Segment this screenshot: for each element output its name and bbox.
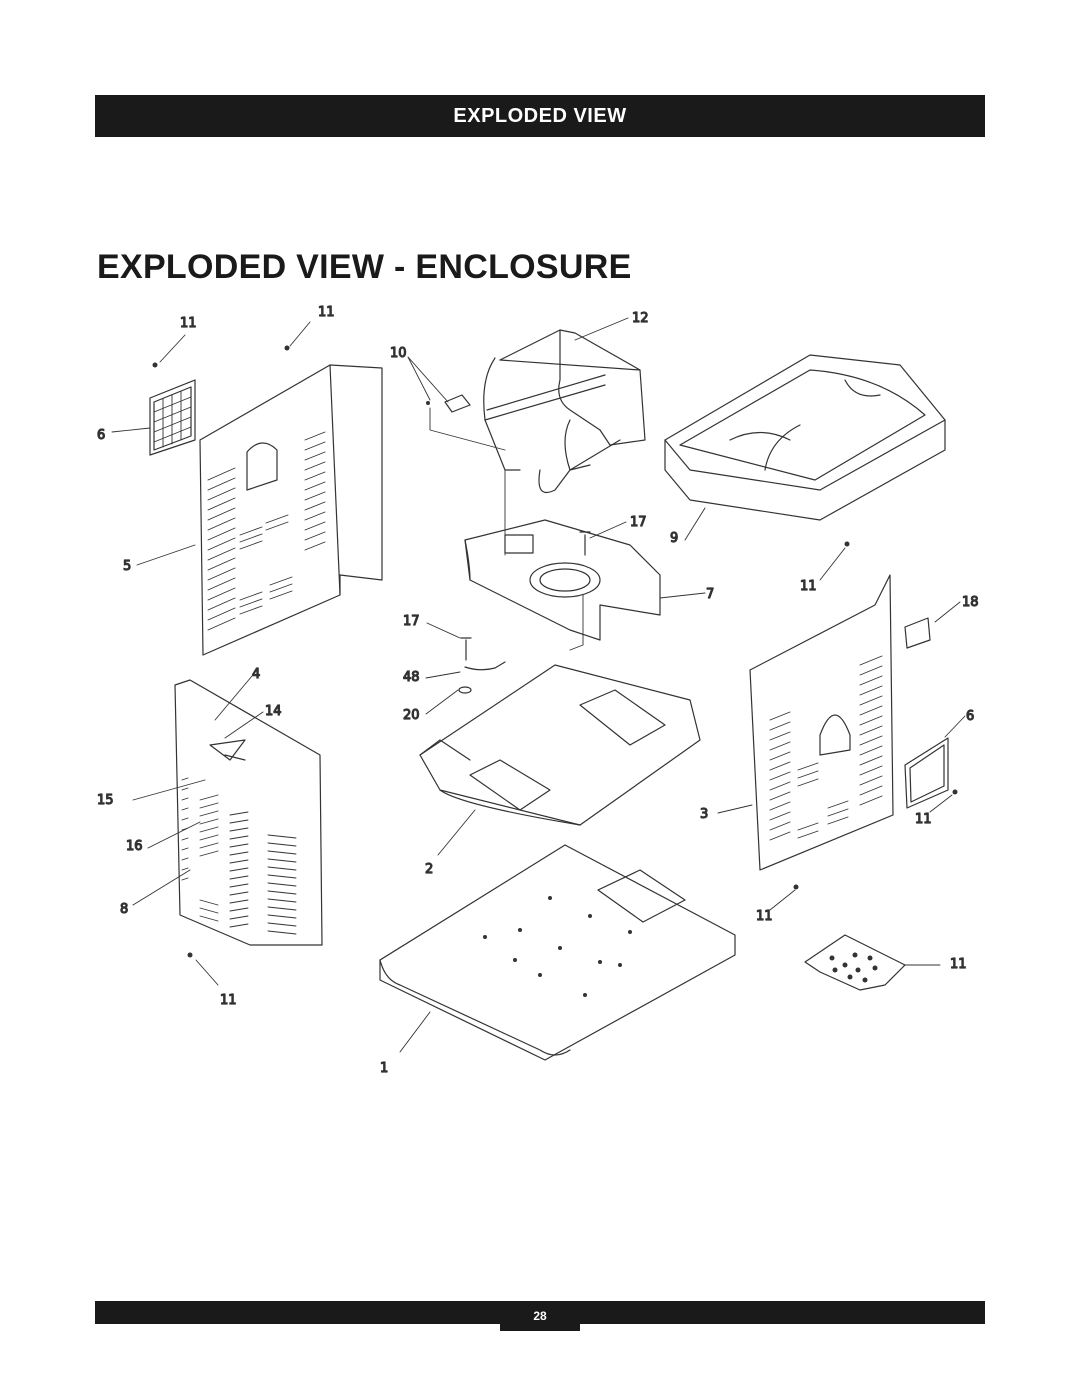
- callout-1: 1: [380, 1061, 388, 1076]
- callout-7: 7: [706, 587, 714, 602]
- section-header-bar: EXPLODED VIEW: [95, 95, 985, 137]
- part-side-panel-right: [749, 574, 894, 871]
- callout-11-e: 11: [756, 909, 773, 924]
- callout-labels: 11 11 12 10 6 5 17 9 7 11 18 17 4 48 14 …: [96, 304, 979, 1076]
- callout-5: 5: [123, 559, 131, 574]
- part-bottom-plate: [379, 844, 736, 1061]
- part-hardware-bag: [804, 934, 906, 991]
- part-base-tray: [464, 519, 661, 641]
- footer-bar-right: [580, 1301, 985, 1324]
- callout-8: 8: [120, 902, 128, 917]
- callout-16: 16: [126, 839, 143, 854]
- leader-lines: [111, 317, 966, 1053]
- callout-14: 14: [265, 704, 282, 719]
- callout-11-f: 11: [950, 957, 967, 972]
- page-number: 28: [500, 1301, 580, 1331]
- part-frame: [483, 329, 646, 494]
- callout-11-a: 11: [180, 316, 197, 331]
- part-base-pan: [419, 664, 701, 826]
- callout-20: 20: [403, 708, 420, 723]
- callout-2: 2: [425, 862, 433, 877]
- callout-4: 4: [252, 667, 260, 682]
- part-side-panel-left: [199, 364, 383, 656]
- part-bolt-assembly: [458, 531, 591, 694]
- callout-3: 3: [700, 807, 708, 822]
- part-label-decal: [904, 617, 931, 649]
- callout-9: 9: [670, 531, 678, 546]
- callout-15: 15: [97, 793, 114, 808]
- callout-17-b: 17: [403, 614, 420, 629]
- section-header-title: EXPLODED VIEW: [453, 104, 627, 127]
- part-switch-block: [444, 394, 471, 413]
- part-access-cover-right: [904, 737, 949, 809]
- callout-11-c: 11: [800, 579, 817, 594]
- part-top-cover: [664, 354, 946, 521]
- part-grille-left: [149, 379, 196, 456]
- footer-bar-left: [95, 1301, 500, 1324]
- callout-11-b: 11: [318, 305, 335, 320]
- callout-12: 12: [632, 311, 649, 326]
- callout-6-right: 6: [966, 709, 974, 724]
- part-front-panel: [174, 679, 323, 946]
- callout-11-g: 11: [220, 993, 237, 1008]
- callout-11-d: 11: [915, 812, 932, 827]
- callout-17-a: 17: [630, 515, 647, 530]
- screw-markers: [152, 345, 958, 958]
- callout-6-left: 6: [97, 428, 105, 443]
- callout-18: 18: [962, 595, 979, 610]
- page-title: EXPLODED VIEW - ENCLOSURE: [97, 248, 632, 286]
- callout-48: 48: [403, 670, 420, 685]
- callout-10: 10: [390, 346, 407, 361]
